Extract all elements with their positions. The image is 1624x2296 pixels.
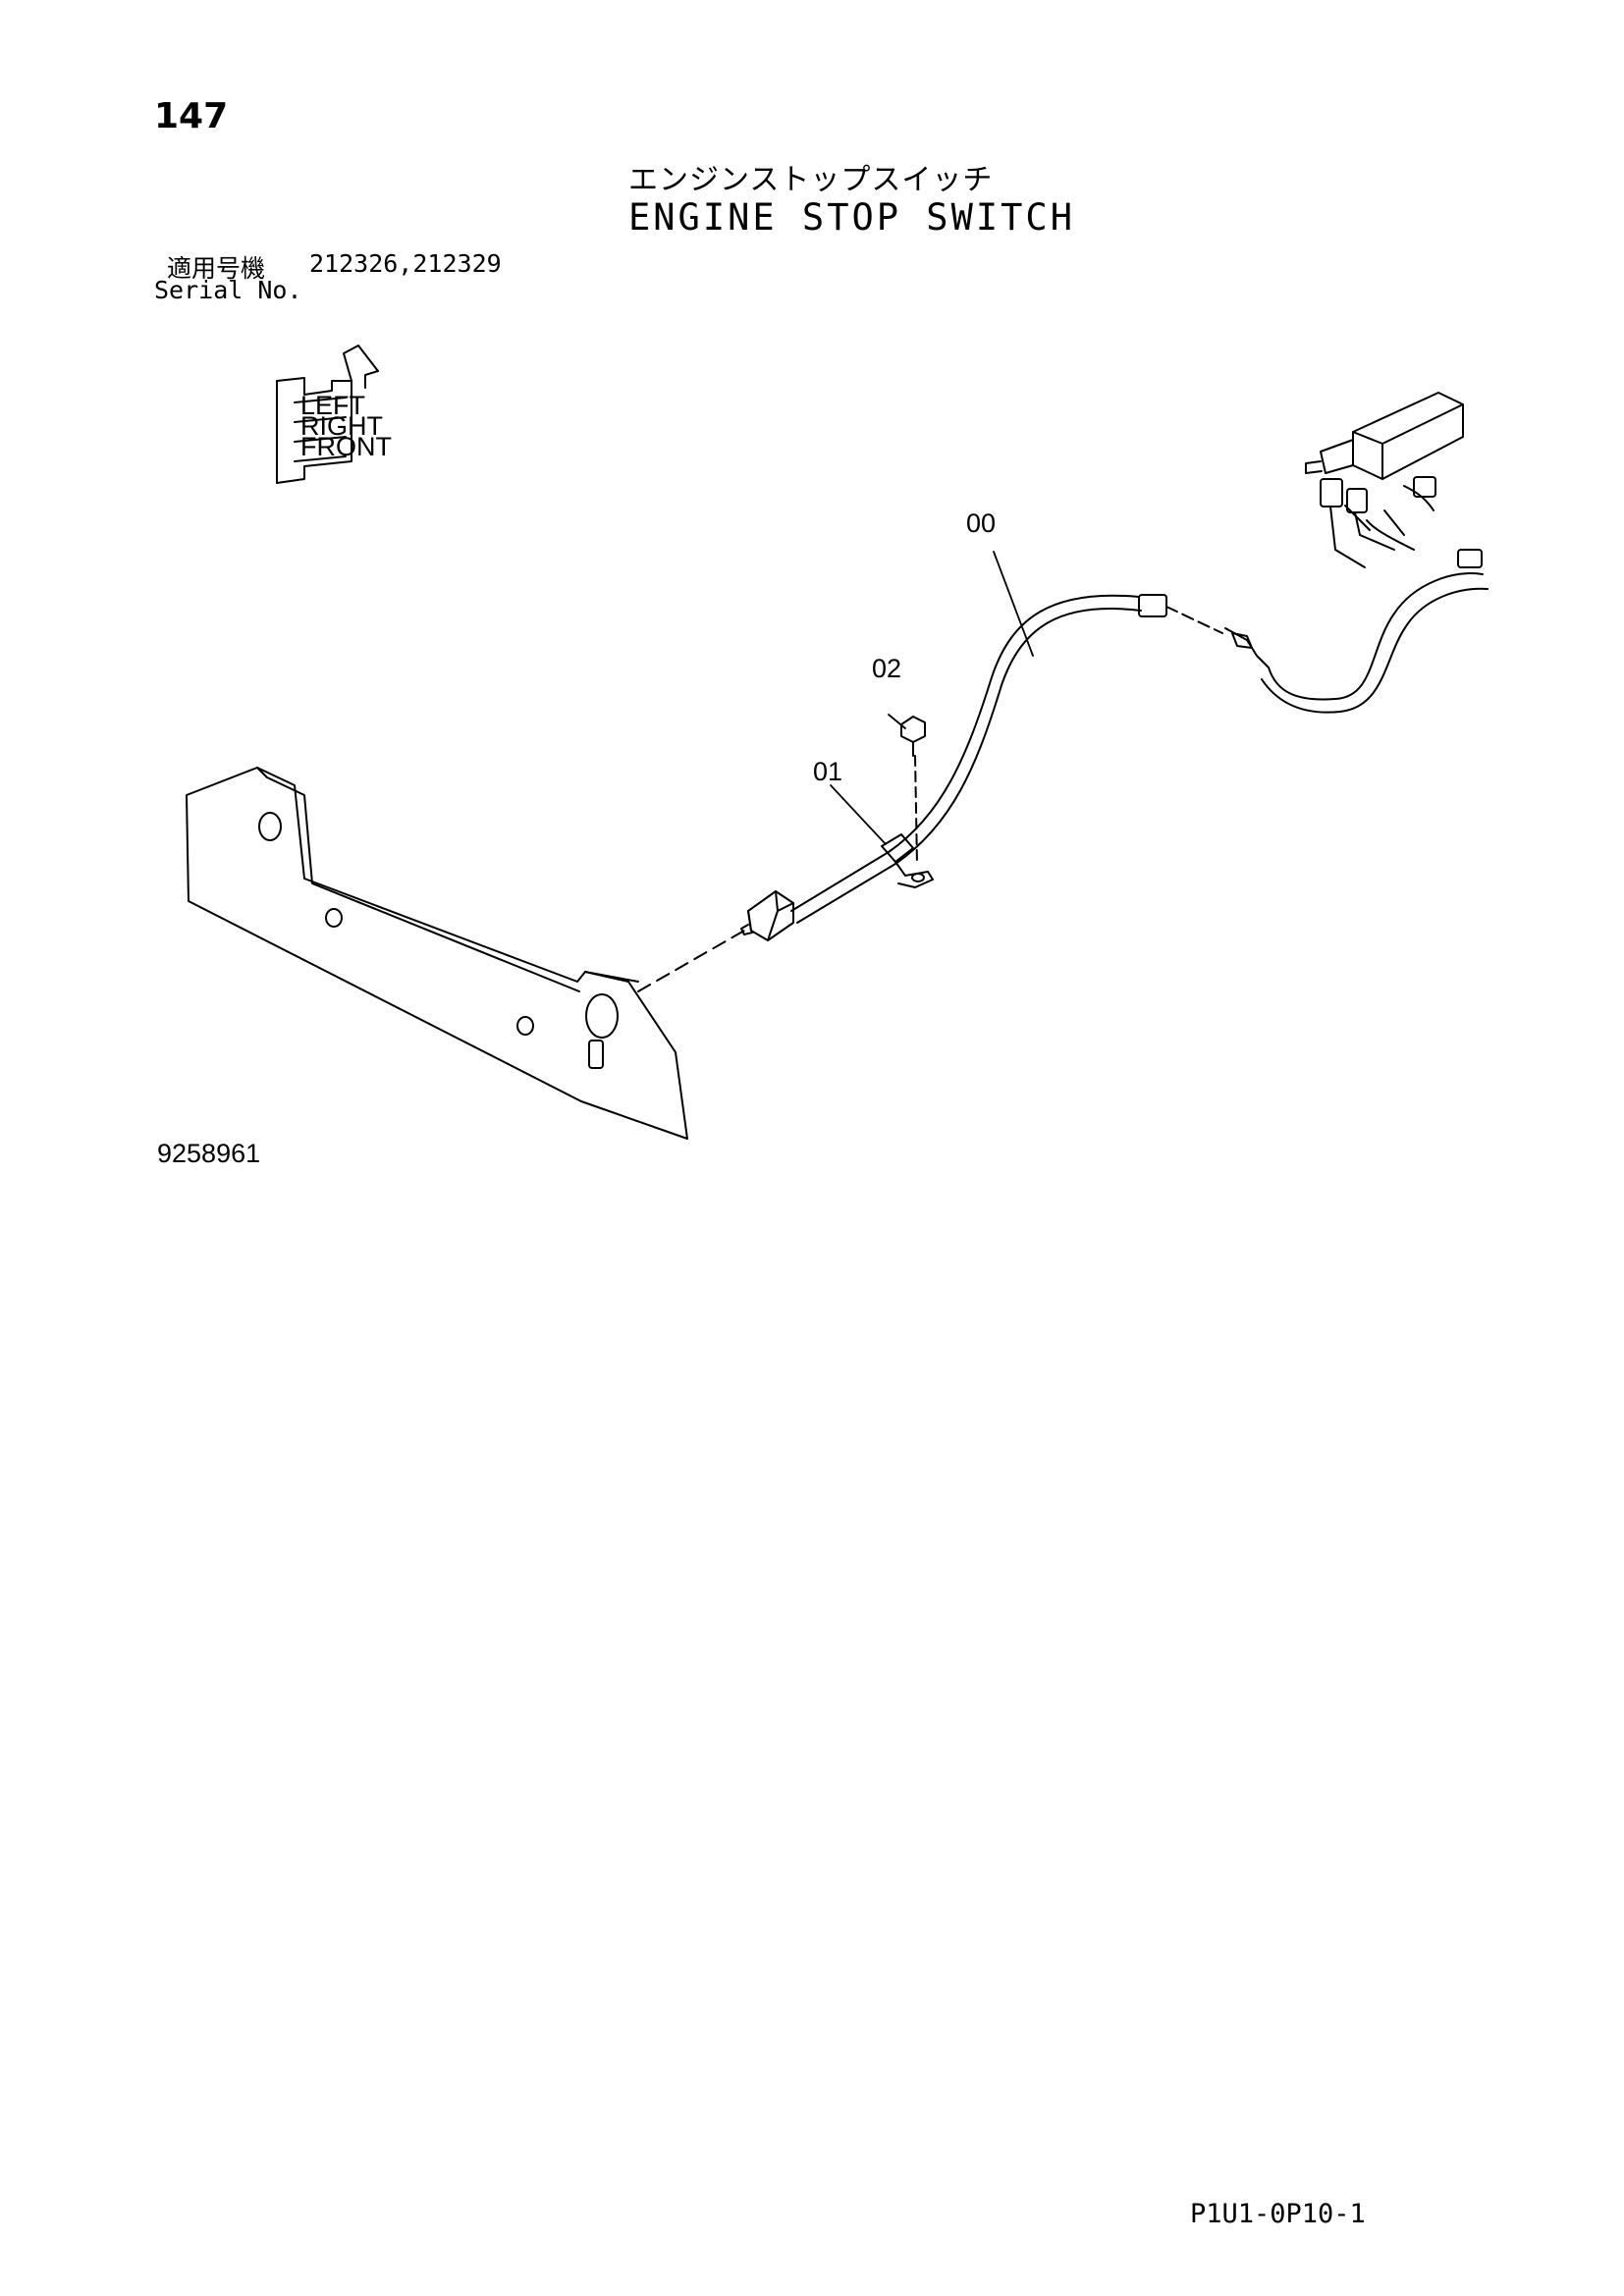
serial-label-japanese: 適用号機 [167,254,266,283]
bracket-plate [186,767,688,1140]
clamp [881,833,934,888]
callout-02: 02 [872,654,901,683]
orientation-icon: LEFT RIGHT FRONT [276,345,392,484]
orientation-label-left: LEFT [300,391,365,420]
bolt [900,716,926,865]
leader-02 [888,714,906,729]
orientation-label-front: FRONT [300,432,392,461]
page-code: P1U1-0P10-1 [1190,2199,1366,2229]
controller-box [1305,392,1464,568]
orientation-label-right: RIGHT [300,411,383,441]
leader-01 [830,784,887,845]
page-number: 147 [154,96,229,136]
serial-numbers: 212326,212329 [309,249,502,278]
drawing-number: 9258961 [157,1139,261,1168]
callout-01: 01 [813,757,842,786]
title-japanese: エンジンストップスイッチ [628,163,994,197]
leader-00 [993,551,1034,657]
stop-switch [740,890,794,941]
page-title: ENGINE STOP SWITCH [628,196,1075,239]
serial-label: Serial No. [154,276,302,304]
wire-harness [790,485,1489,924]
callout-00: 00 [966,508,996,538]
alignment-line [637,930,745,992]
